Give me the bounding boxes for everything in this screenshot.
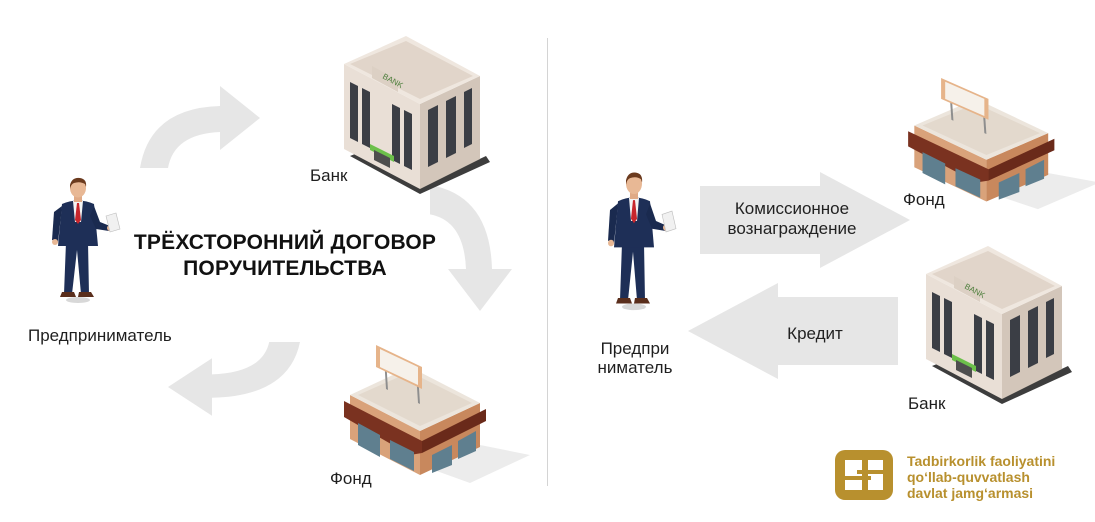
credit-text: Кредит (787, 324, 843, 343)
curved-arrow-bottom-left (168, 342, 300, 416)
bank-building-right: BANK (926, 246, 1072, 404)
bank-building-left: BANK (344, 36, 490, 194)
curved-arrow-top-left (140, 86, 260, 168)
logo-line-3: davlat jamg‘armasi (907, 485, 1034, 501)
entrepreneur-right-line-1: Предпри (600, 339, 670, 358)
logo-text: Tadbirkorlik faoliyatini qo‘llab-quvvatl… (907, 453, 1055, 501)
fund-label-right: Фонд (903, 190, 945, 209)
commission-line-1: Комиссионное (734, 199, 850, 218)
entrepreneur-right-line-2: ниматель (597, 358, 673, 377)
panel-divider (547, 38, 548, 486)
fund-label-left: Фонд (330, 469, 372, 488)
arrow-commission (700, 172, 910, 268)
title-line-1: ТРЁХСТОРОННИЙ ДОГОВОР (133, 231, 437, 254)
fund-building-right (908, 78, 1095, 210)
logo-line-2: qo‘llab-quvvatlash (907, 469, 1030, 485)
fund-logo-icon (835, 450, 893, 500)
entrepreneur-label-right: Предпри ниматель (590, 339, 680, 377)
entrepreneur-label-left: Предприниматель (28, 326, 172, 345)
bank-label-right: Банк (908, 394, 946, 413)
commission-text: Комиссионное вознаграждение (712, 199, 872, 239)
entrepreneur-figure-left (51, 177, 121, 304)
bank-label-left: Банк (310, 166, 348, 185)
title-line-2: ПОРУЧИТЕЛЬСТВА (183, 257, 387, 280)
arrow-credit (688, 283, 898, 379)
commission-line-2: вознаграждение (727, 219, 857, 238)
entrepreneur-figure-right (607, 171, 677, 311)
fund-building-left (344, 345, 530, 483)
diagram-title: ТРЁХСТОРОННИЙ ДОГОВОР ПОРУЧИТЕЛЬСТВА (122, 230, 448, 282)
logo-line-1: Tadbirkorlik faoliyatini (907, 453, 1056, 469)
